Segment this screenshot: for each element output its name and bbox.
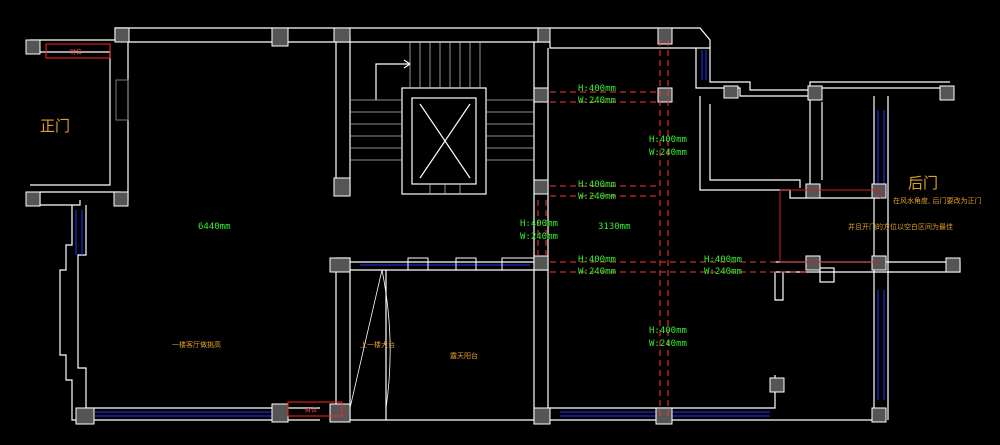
beam-label-7: H:400mm W:240mm bbox=[649, 326, 687, 349]
wall-stubs bbox=[115, 79, 535, 271]
beam-label-2: H:400mm W:240mm bbox=[649, 135, 687, 158]
back-door-label: 后门 bbox=[908, 174, 938, 192]
terrace-label: 露天阳台 bbox=[450, 351, 478, 360]
beam-label-1: H:400mm W:240mm bbox=[578, 84, 616, 106]
columns bbox=[25, 27, 961, 425]
stairs-up-label: 上一楼大台 bbox=[360, 340, 395, 349]
beam-label-3: H:400mm W:240mm bbox=[578, 180, 616, 202]
beam-label-4: H:400mm W:240mm bbox=[520, 219, 558, 242]
svg-text:H:400mm: H:400mm bbox=[578, 255, 616, 265]
beam-label-5: H:400mm W:240mm bbox=[578, 255, 616, 277]
svg-text:W:240mm: W:240mm bbox=[578, 96, 616, 106]
beam-lines bbox=[537, 40, 810, 420]
windows bbox=[75, 50, 885, 417]
dimension-left: 6440mm bbox=[198, 222, 231, 232]
back-door-outline bbox=[779, 189, 881, 263]
svg-text:H:400mm: H:400mm bbox=[520, 219, 558, 229]
wealth-position-1-label: 财位 bbox=[70, 48, 82, 56]
svg-text:W:240mm: W:240mm bbox=[704, 267, 742, 277]
svg-text:W:240mm: W:240mm bbox=[649, 339, 687, 349]
svg-text:H:400mm: H:400mm bbox=[704, 255, 742, 265]
svg-text:W:240mm: W:240mm bbox=[578, 267, 616, 277]
dimension-mid: 3130mm bbox=[598, 222, 631, 232]
living-room-label: 一楼客厅做挑高 bbox=[172, 340, 221, 349]
beam-label-6: H:400mm W:240mm bbox=[704, 255, 742, 277]
svg-text:H:400mm: H:400mm bbox=[578, 84, 616, 94]
svg-text:W:240mm: W:240mm bbox=[520, 232, 558, 242]
front-door-label: 正门 bbox=[40, 117, 70, 135]
svg-text:H:400mm: H:400mm bbox=[649, 135, 687, 145]
back-door-note-2: 并且开门的方位以空白区间为最佳 bbox=[848, 222, 953, 231]
svg-text:W:240mm: W:240mm bbox=[578, 192, 616, 202]
svg-text:H:400mm: H:400mm bbox=[649, 326, 687, 336]
svg-text:W:240mm: W:240mm bbox=[649, 148, 687, 158]
stair-treads bbox=[350, 42, 534, 194]
svg-text:H:400mm: H:400mm bbox=[578, 180, 616, 190]
wealth-position-1: 财位 bbox=[45, 43, 111, 59]
back-door-note-1: 在风水角度, 后门要改为正门 bbox=[893, 196, 981, 205]
wealth-position-2-label: 财位 bbox=[305, 406, 317, 414]
wealth-position-2: 财位 bbox=[287, 401, 343, 417]
